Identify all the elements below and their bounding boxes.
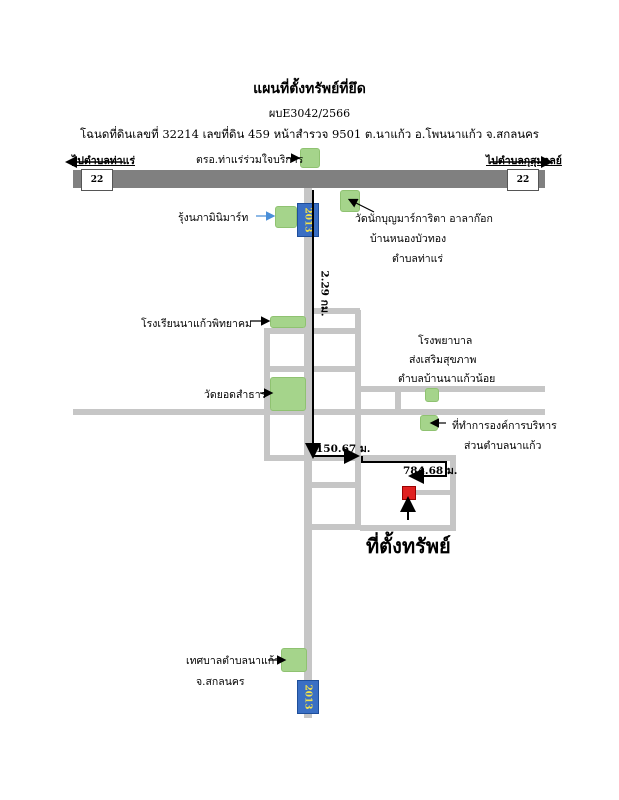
road-block-right <box>355 310 361 460</box>
temple-north-label-3: ตำบลท่าแร่ <box>392 253 444 265</box>
hospital-label-2: ส่งเสริมสุขภาพ <box>409 354 477 366</box>
road-loop-right <box>450 455 456 530</box>
road-lower-west-2 <box>312 524 360 530</box>
municipality-label-2: จ.สกลนคร <box>196 676 245 688</box>
road-east-connector <box>395 386 401 414</box>
hospital-marker[interactable] <box>425 388 439 402</box>
property-label: ที่ตั้งทรัพย์ <box>366 534 451 558</box>
distance-label-3: 784.68 ม. <box>403 465 458 477</box>
school-marker[interactable] <box>270 316 306 328</box>
sao-label-1: ที่ทำการองค์การบริหาร <box>452 420 557 432</box>
road-lower-west-1 <box>312 482 360 488</box>
main-east-west-road <box>73 409 545 415</box>
hospital-label-1: โรงพยาบาล <box>418 335 473 347</box>
police-label: ตรอ.ท่าแร่ร่วมใจบริการ <box>196 154 304 166</box>
temple-north-label-2: บ้านหนองบัวทอง <box>370 233 447 245</box>
road-property-stub <box>415 490 450 495</box>
distance-label-1: 2.29 กม. <box>318 270 331 317</box>
minimart-marker[interactable] <box>275 206 297 228</box>
school-label: โรงเรียนนาแก้วพิทยาคม <box>141 318 252 330</box>
temple-label: วัดยอดสำธาร <box>204 389 267 401</box>
highway-22 <box>73 170 545 188</box>
route-22-right-badge: 22 <box>507 169 539 191</box>
map-title: แผนที่ตั้งทรัพย์ที่ยึด <box>253 81 366 97</box>
police-marker[interactable] <box>300 148 320 168</box>
case-number: ผบE3042/2566 <box>268 107 351 120</box>
route-22-left-badge: 22 <box>81 169 113 191</box>
distance-label-2: 150.67 ม. <box>316 443 371 455</box>
deed-description: โฉนดที่ดินเลขที่ 32214 เลขที่ดิน 459 หน้… <box>80 127 539 141</box>
hospital-label-3: ตำบลบ้านนาแก้วน้อย <box>398 373 496 385</box>
temple-marker[interactable] <box>270 377 306 411</box>
temple-north-label-1: วัดนักบุญมาร์การิตา อาลาก๊อก <box>355 213 493 225</box>
road-upper-spur <box>312 308 360 314</box>
road-east-upper <box>360 386 545 392</box>
municipality-marker[interactable] <box>281 648 307 672</box>
to-tha-rae-label: ไปตำบลท่าแร่ <box>72 155 135 167</box>
municipality-label-1: เทศบาลตำบลนาแก้ว <box>186 655 281 667</box>
road-property-bottom <box>360 525 456 531</box>
route-segment-3 <box>361 456 447 484</box>
minimart-label: รุ้งนภามินิมาร์ท <box>178 212 249 224</box>
route-2013-shield-bottom: 2013 <box>297 680 319 714</box>
road-property-left <box>355 460 361 530</box>
sao-label-2: ส่วนตำบลนาแก้ว <box>464 440 542 452</box>
pointer-temple-north <box>347 198 375 213</box>
